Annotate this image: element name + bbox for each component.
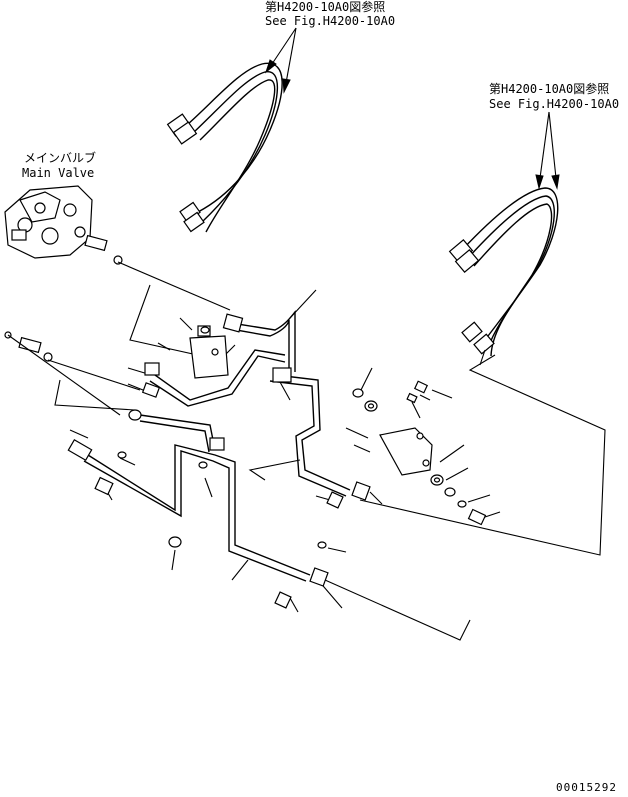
main-valve-label-en: Main Valve [22, 166, 95, 180]
top-hose-assembly [166, 62, 283, 233]
leader-lines [7, 261, 606, 641]
main-valve-label-jp: メインバルブ [24, 151, 97, 165]
top-reference-arrows [264, 27, 297, 94]
right-hose-assembly [448, 187, 559, 357]
right-reference-label-jp: 第H4200-10A0図参照 [489, 82, 610, 96]
tube-brackets [189, 335, 433, 476]
top-reference-label-en: See Fig.H4200-10A0 [265, 14, 396, 28]
right-reference-label-en: See Fig.H4200-10A0 [489, 97, 620, 111]
top-reference-label-jp: 第H4200-10A0図参照 [265, 0, 386, 14]
drawing-number: 00015292 [556, 781, 617, 794]
main-valve-body [4, 185, 93, 259]
hardware-parts [94, 326, 487, 609]
right-reference-arrows [535, 111, 560, 190]
